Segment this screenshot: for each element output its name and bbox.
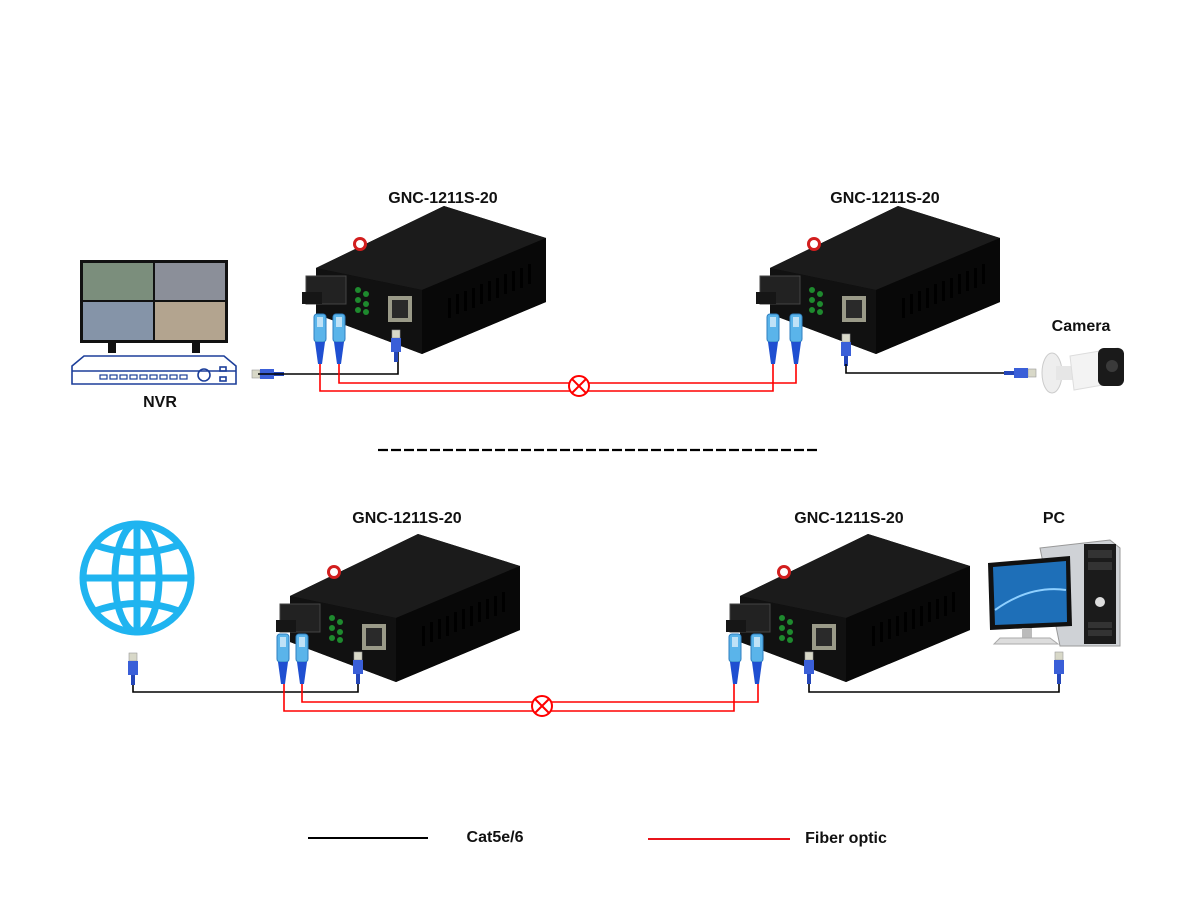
nvr-label: NVR: [143, 394, 177, 411]
fiber-cross-icon: [568, 375, 590, 397]
sc-connector-icon: [750, 633, 764, 685]
sc-connector-icon: [295, 633, 309, 685]
converter-label: GNC-1211S-20: [794, 510, 904, 527]
fiber-cable: [319, 364, 774, 392]
converter-label: GNC-1211S-20: [388, 190, 498, 207]
nvr-icon: [71, 355, 237, 385]
camera-label: Camera: [1051, 318, 1111, 335]
nvr-monitor-icon: [80, 260, 228, 353]
internet-globe-icon: [79, 520, 195, 636]
rj45-plug-icon: [352, 651, 364, 685]
rj45-plug-icon: [127, 652, 139, 686]
sc-connector-icon: [332, 313, 346, 365]
rj45-plug-icon: [803, 651, 815, 685]
rj45-plug-icon: [1053, 651, 1065, 685]
converter-label: GNC-1211S-20: [830, 190, 940, 207]
legend-fiber-label: Fiber optic: [805, 830, 887, 847]
media-converter-icon[interactable]: [275, 533, 521, 683]
camera-icon: [1041, 347, 1124, 394]
sc-connector-icon: [789, 313, 803, 365]
fiber-cable: [301, 684, 759, 703]
fiber-cable: [338, 364, 797, 384]
rj45-plug-icon: [1003, 367, 1037, 379]
cat-cable-nvr: [258, 346, 399, 375]
cat-cable-pc: [808, 684, 1060, 693]
cat-cable-internet: [132, 680, 359, 693]
fiber-cable: [283, 684, 735, 712]
legend-cat-label: Cat5e/6: [466, 829, 524, 846]
sc-connector-icon: [313, 313, 327, 365]
sc-connector-icon: [728, 633, 742, 685]
pc-label: PC: [1042, 510, 1066, 527]
pc-icon: [988, 539, 1121, 647]
sc-connector-icon: [276, 633, 290, 685]
rj45-plug-icon: [840, 333, 852, 367]
rj45-plug-icon: [390, 329, 402, 363]
cat-cable-camera: [845, 364, 1010, 374]
fiber-cross-icon: [531, 695, 553, 717]
converter-label: GNC-1211S-20: [352, 510, 462, 527]
sc-connector-icon: [766, 313, 780, 365]
